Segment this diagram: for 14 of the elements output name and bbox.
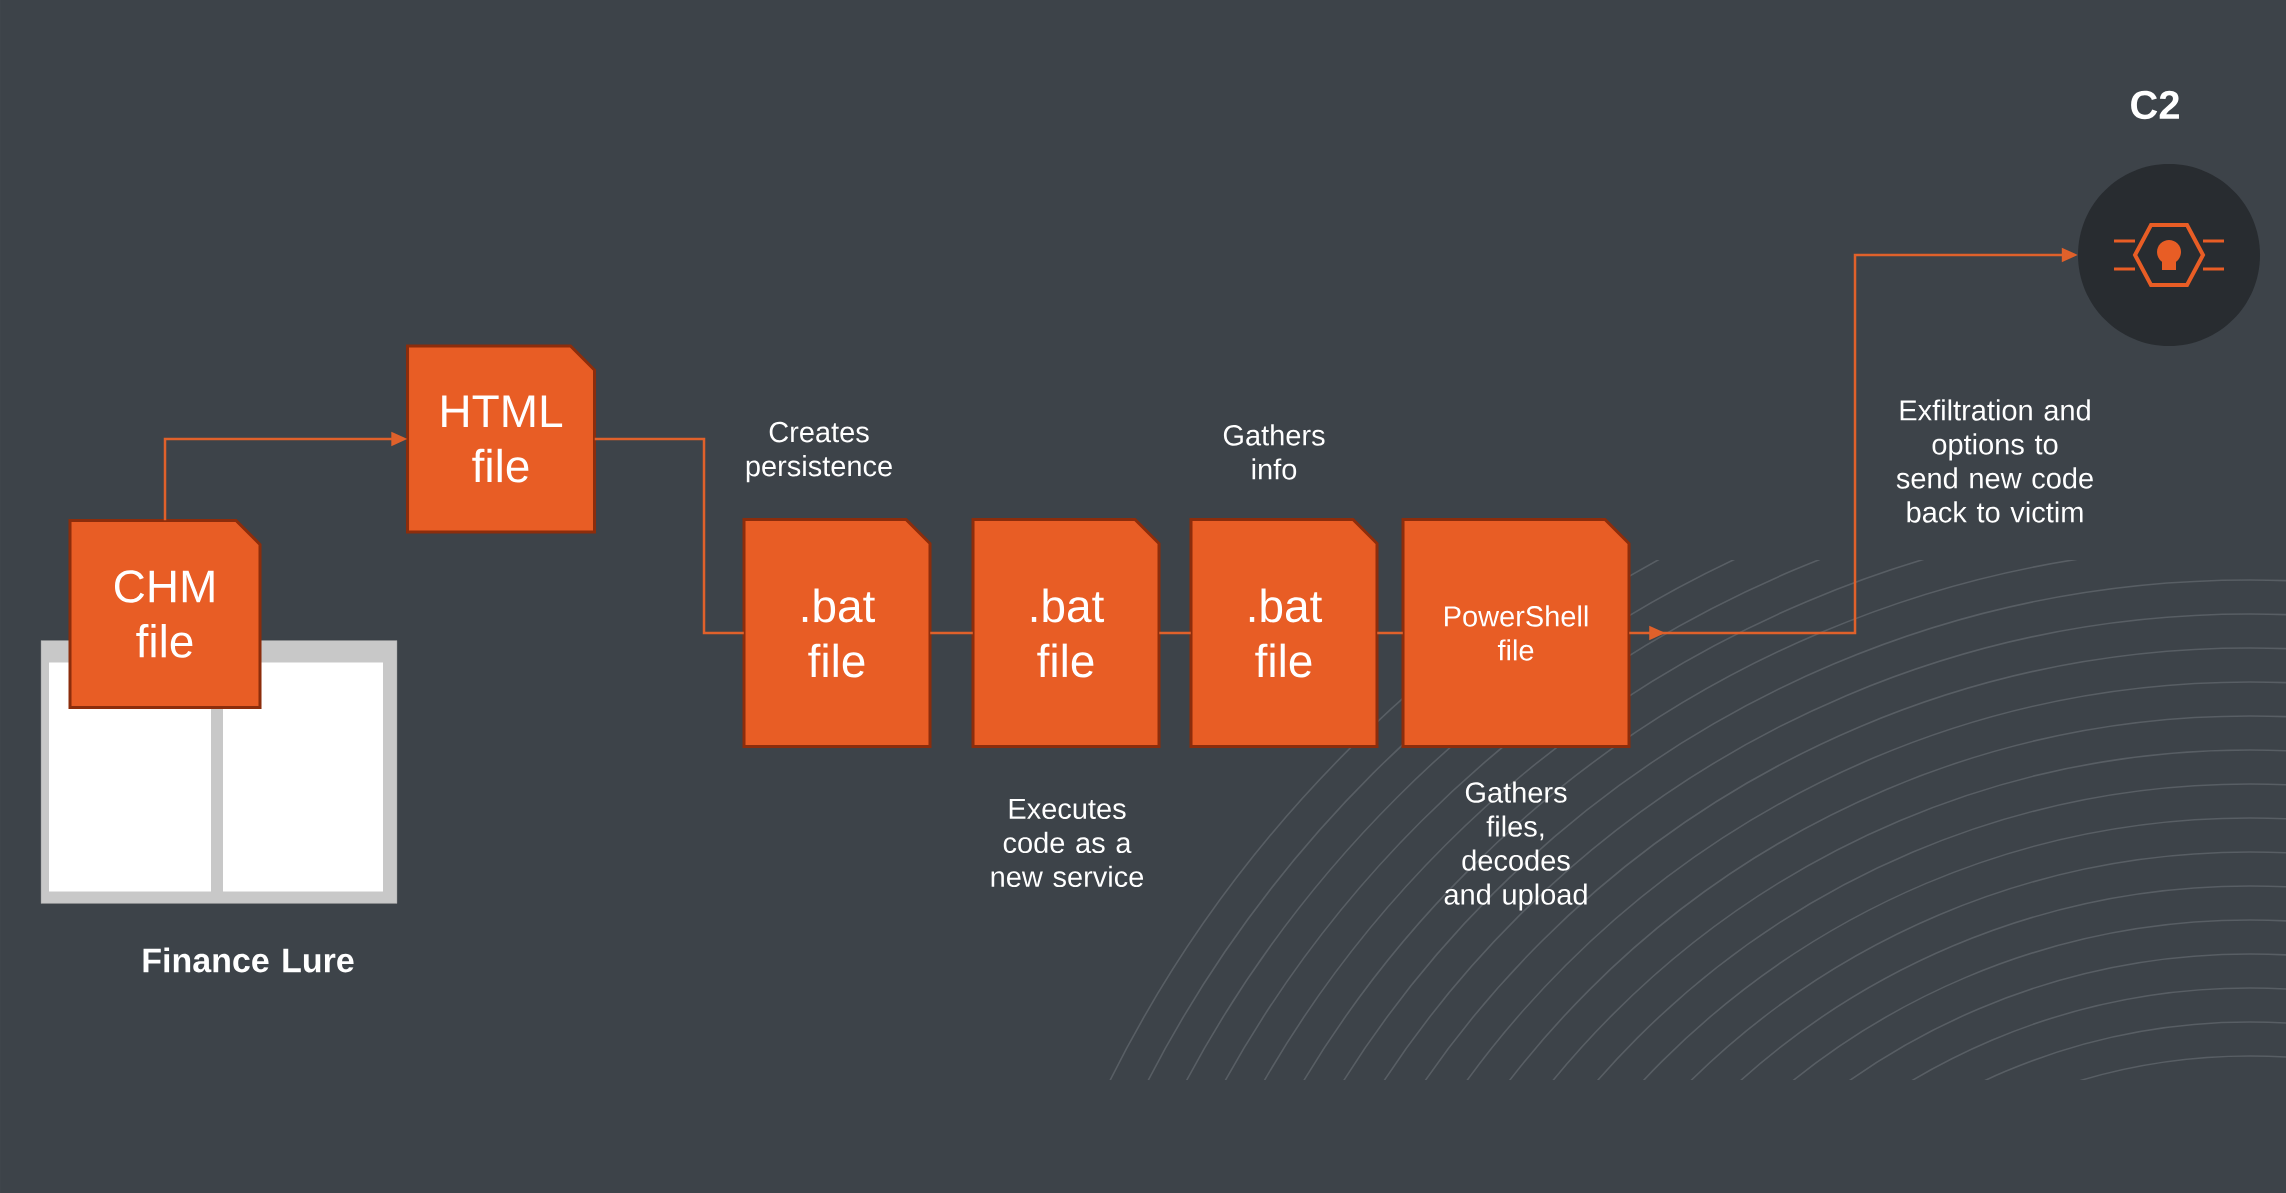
- file-box: CHM file: [68, 519, 262, 709]
- file-box: .bat file: [1189, 518, 1379, 748]
- annotation: Creates persistence: [746, 421, 892, 483]
- annotation: Exfiltration and options to send new code back to victim: [1896, 399, 2093, 523]
- file-box: PowerShell file: [1401, 518, 1631, 748]
- annotation: Gathers files, decodes and upload: [1444, 781, 1587, 911]
- file-box: .bat file: [742, 518, 932, 748]
- annotation: Gathers info: [1223, 424, 1325, 480]
- file-box: HTML file: [406, 344, 596, 534]
- heading: C2: [2131, 90, 2179, 120]
- annotation: Finance Lure: [143, 947, 354, 973]
- file-box: .bat file: [971, 518, 1161, 748]
- server-circle: [2078, 164, 2260, 346]
- annotation: Executes code as a new service: [991, 798, 1144, 888]
